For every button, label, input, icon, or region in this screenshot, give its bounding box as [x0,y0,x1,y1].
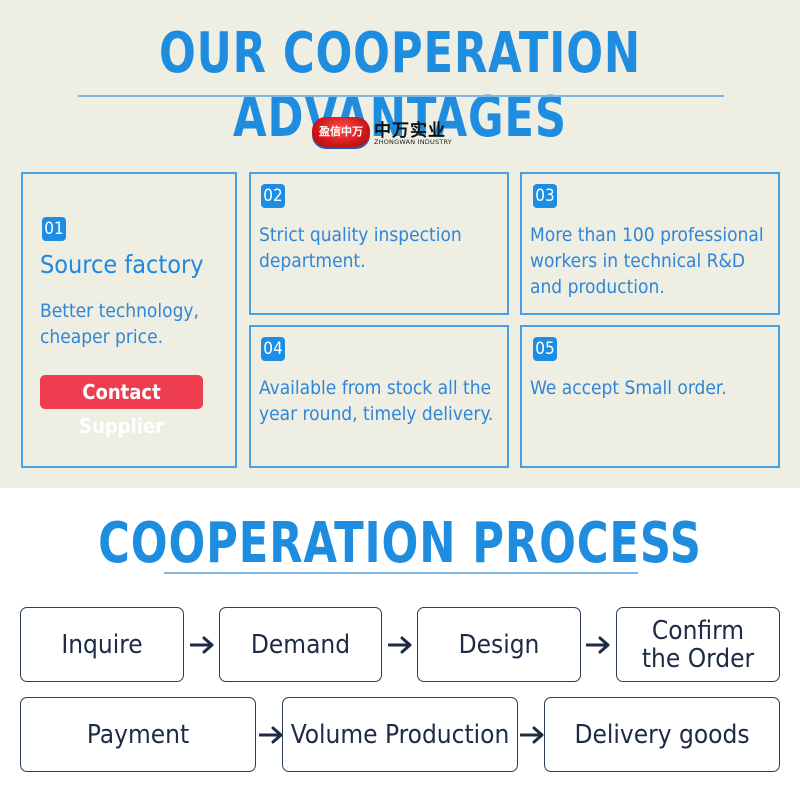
advantage-card-04 [249,325,509,468]
card-line: year round, timely delivery. [259,403,494,425]
card-line: Strict quality inspection [259,224,462,246]
arrow-right-icon [388,636,412,654]
company-logo: 盈信中万 中万实业 ZHONGWAN INDUSTRY [312,115,462,151]
card-number-badge: 04 [261,337,285,361]
card-line: We accept Small order. [530,377,727,399]
arrow-right-icon [586,636,610,654]
step-inquire: Inquire [20,607,184,682]
card-number-badge: 05 [533,337,557,361]
step-delivery-goods: Delivery goods [544,697,780,772]
arrow-right-icon [190,636,214,654]
card-number-badge: 03 [533,184,557,208]
step-confirm-order: Confirm the Order [616,607,780,682]
logo-badge: 盈信中万 [312,117,370,147]
advantages-section: OUR COOPERATION ADVANTAGES 盈信中万 中万实业 ZHO… [0,0,800,488]
card-line: cheaper price. [40,326,164,348]
contact-supplier-button[interactable]: Contact Supplier [40,375,203,438]
card-number-badge: 02 [261,184,285,208]
advantage-card-01 [21,172,237,468]
company-name-cn: 中万实业 [374,121,446,141]
card-line: department. [259,250,366,272]
process-section: COOPERATION PROCESS Inquire Demand Desig… [0,488,800,800]
title-underline [78,95,724,97]
step-demand: Demand [219,607,382,682]
card-heading: Source factory [40,250,204,279]
card-line: workers in technical R&D [530,250,746,272]
arrow-right-icon [259,726,283,744]
card-line: More than 100 professional [530,224,764,246]
card-line: Better technology, [40,300,199,322]
process-title: COOPERATION PROCESS [98,511,702,576]
card-line: Available from stock all the [259,377,492,399]
title-underline [164,572,638,574]
step-design: Design [417,607,581,682]
advantage-card-03 [520,172,780,315]
card-number-badge: 01 [42,217,66,241]
advantage-card-02 [249,172,509,315]
step-payment: Payment [20,697,256,772]
step-label-line: Confirm [651,615,745,646]
step-label-line: the Order [641,643,755,674]
advantage-card-05 [520,325,780,468]
step-volume-production: Volume Production [282,697,518,772]
arrow-right-icon [520,726,544,744]
company-name-en: ZHONGWAN INDUSTRY [374,138,452,146]
card-line: and production. [530,276,665,298]
